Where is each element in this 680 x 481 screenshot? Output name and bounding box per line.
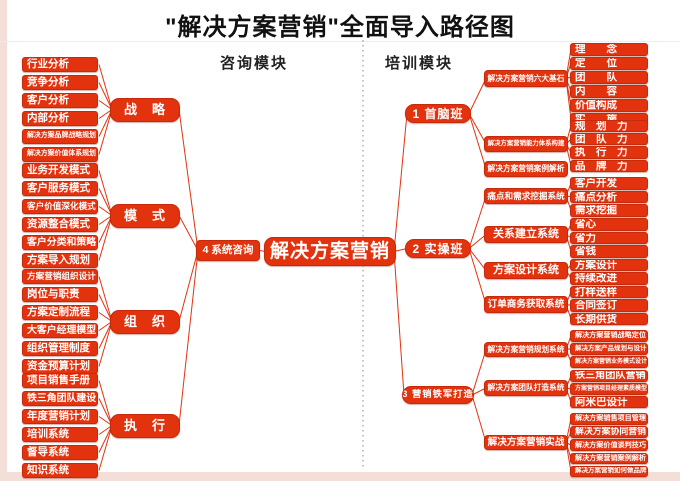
left-branch-node-0: 战 略 (110, 97, 180, 122)
module-node: 解决方案营销能力体系构建 (484, 136, 568, 152)
right-leaf-node: 方案营销项目经理素质模型 (570, 383, 648, 395)
right-leaf-node: 客户开发 (570, 177, 648, 190)
left-leaf-node: 行业分析 (22, 57, 98, 72)
module-node: 关系建立系统 (484, 226, 568, 243)
system-consulting-hub-node: 4 系统咨询 (196, 240, 260, 261)
right-leaf-node: 省钱 (570, 245, 648, 258)
right-leaf-node: 定 位 (570, 56, 648, 70)
left-leaf-node: 客户分析 (22, 93, 98, 108)
right-leaf-node: 需求挖掘 (570, 204, 648, 217)
left-leaf-node: 资源整合模式 (22, 217, 98, 232)
right-leaf-node: 解决方案产品规划与设计 (570, 343, 648, 355)
right-leaf-node: 理 念 (570, 42, 648, 56)
left-leaf-node: 业务开发模式 (22, 163, 98, 178)
left-leaf-node: 解决方案品牌战略规划 (22, 129, 98, 144)
right-leaf-node: 内 容 (570, 84, 648, 98)
left-leaf-node: 知识系统 (22, 463, 98, 478)
module-node: 解决方案营销规划系统 (484, 342, 568, 357)
training-module-header: 培训模块 (385, 55, 454, 72)
module-node: 方案设计系统 (484, 262, 568, 279)
left-leaf-node: 项目销售手册 (22, 373, 98, 388)
module-node: 解决方案营销六大基石 (484, 70, 568, 87)
right-leaf-node: 规 划 力 (570, 119, 648, 132)
stage-node-1: 2 实操班 (405, 239, 471, 258)
left-leaf-node: 资金预算计划 (22, 359, 98, 374)
right-leaf-node: 长期供货 (570, 312, 648, 325)
right-leaf-node: 解决方案营销战略定位 (570, 330, 648, 342)
right-leaf-node: 合同签订 (570, 299, 648, 312)
left-leaf-node: 方案导入规划 (22, 253, 98, 268)
module-node: 解决方案营销案例解析 (484, 161, 568, 177)
module-node: 解决方案团队打造系统 (484, 380, 568, 396)
left-branch-node-3: 执 行 (110, 413, 180, 438)
left-leaf-node: 铁三角团队建设 (22, 391, 98, 406)
right-leaf-node: 团 队 (570, 70, 648, 84)
right-leaf-node: 痛点分析 (570, 190, 648, 203)
right-leaf-node: 解决方案营销如何做品牌 (570, 465, 648, 478)
module-node: 订单商务获取系统 (484, 296, 568, 313)
left-leaf-node: 组织管理制度 (22, 341, 98, 356)
right-leaf-node: 持续改进 (570, 272, 648, 285)
right-leaf-node: 解决方案营销案例解析 (570, 452, 648, 465)
right-leaf-node: 执 行 力 (570, 146, 648, 159)
right-leaf-node: 解决方案销售项目管理 (570, 413, 648, 425)
left-leaf-node: 培训系统 (22, 427, 98, 442)
left-edge-strip (0, 0, 7, 481)
left-leaf-node: 客户分类和策略 (22, 235, 98, 250)
right-leaf-node: 解决方案营销业务模式设计 (570, 356, 648, 368)
diagram-title: "解决方案营销"全面导入路径图 (165, 14, 515, 41)
module-node: 解决方案营销实战 (484, 435, 568, 450)
stage-node-0: 1 首脑班 (405, 104, 471, 123)
right-leaf-node: 省力 (570, 231, 648, 244)
left-leaf-node: 督导系统 (22, 445, 98, 460)
left-leaf-node: 方案营销组织设计 (22, 269, 98, 284)
left-leaf-node: 竞争分析 (22, 75, 98, 90)
module-node: 痛点和需求挖掘系统 (484, 188, 568, 204)
left-branch-node-2: 组 织 (110, 309, 180, 334)
right-leaf-node: 解决方案协同营销 (570, 426, 648, 438)
right-leaf-node: 品 牌 力 (570, 159, 648, 173)
right-leaf-node: 阿米巴设计 (570, 396, 648, 408)
left-leaf-node: 方案定制流程 (22, 305, 98, 320)
left-leaf-node: 客户价值深化模式 (22, 199, 98, 214)
left-leaf-node: 解决方案价值体系规划 (22, 147, 98, 162)
right-leaf-node: 解决方案价值谈判技巧 (570, 439, 648, 451)
right-leaf-node: 铁三角团队营销 (570, 370, 648, 382)
right-leaf-node: 省心 (570, 218, 648, 231)
consulting-module-header: 咨询模块 (220, 55, 289, 72)
right-leaf-node: 团 队 力 (570, 132, 648, 146)
left-leaf-node: 年度营销计划 (22, 409, 98, 424)
stage-node-2: 3 营销铁军打造 (402, 386, 474, 404)
left-leaf-node: 内部分析 (22, 111, 98, 126)
right-leaf-node: 方案设计 (570, 258, 648, 271)
left-leaf-node: 大客户经理模型 (22, 323, 98, 338)
center-node: 解决方案营销 (264, 237, 396, 266)
left-branch-node-1: 模 式 (110, 203, 180, 228)
right-leaf-node: 打样送样 (570, 285, 648, 298)
left-leaf-node: 客户服务模式 (22, 181, 98, 196)
bottom-edge-strip (0, 472, 680, 481)
left-leaf-node: 岗位与职责 (22, 287, 98, 302)
right-leaf-node: 价值构成 (570, 98, 648, 112)
